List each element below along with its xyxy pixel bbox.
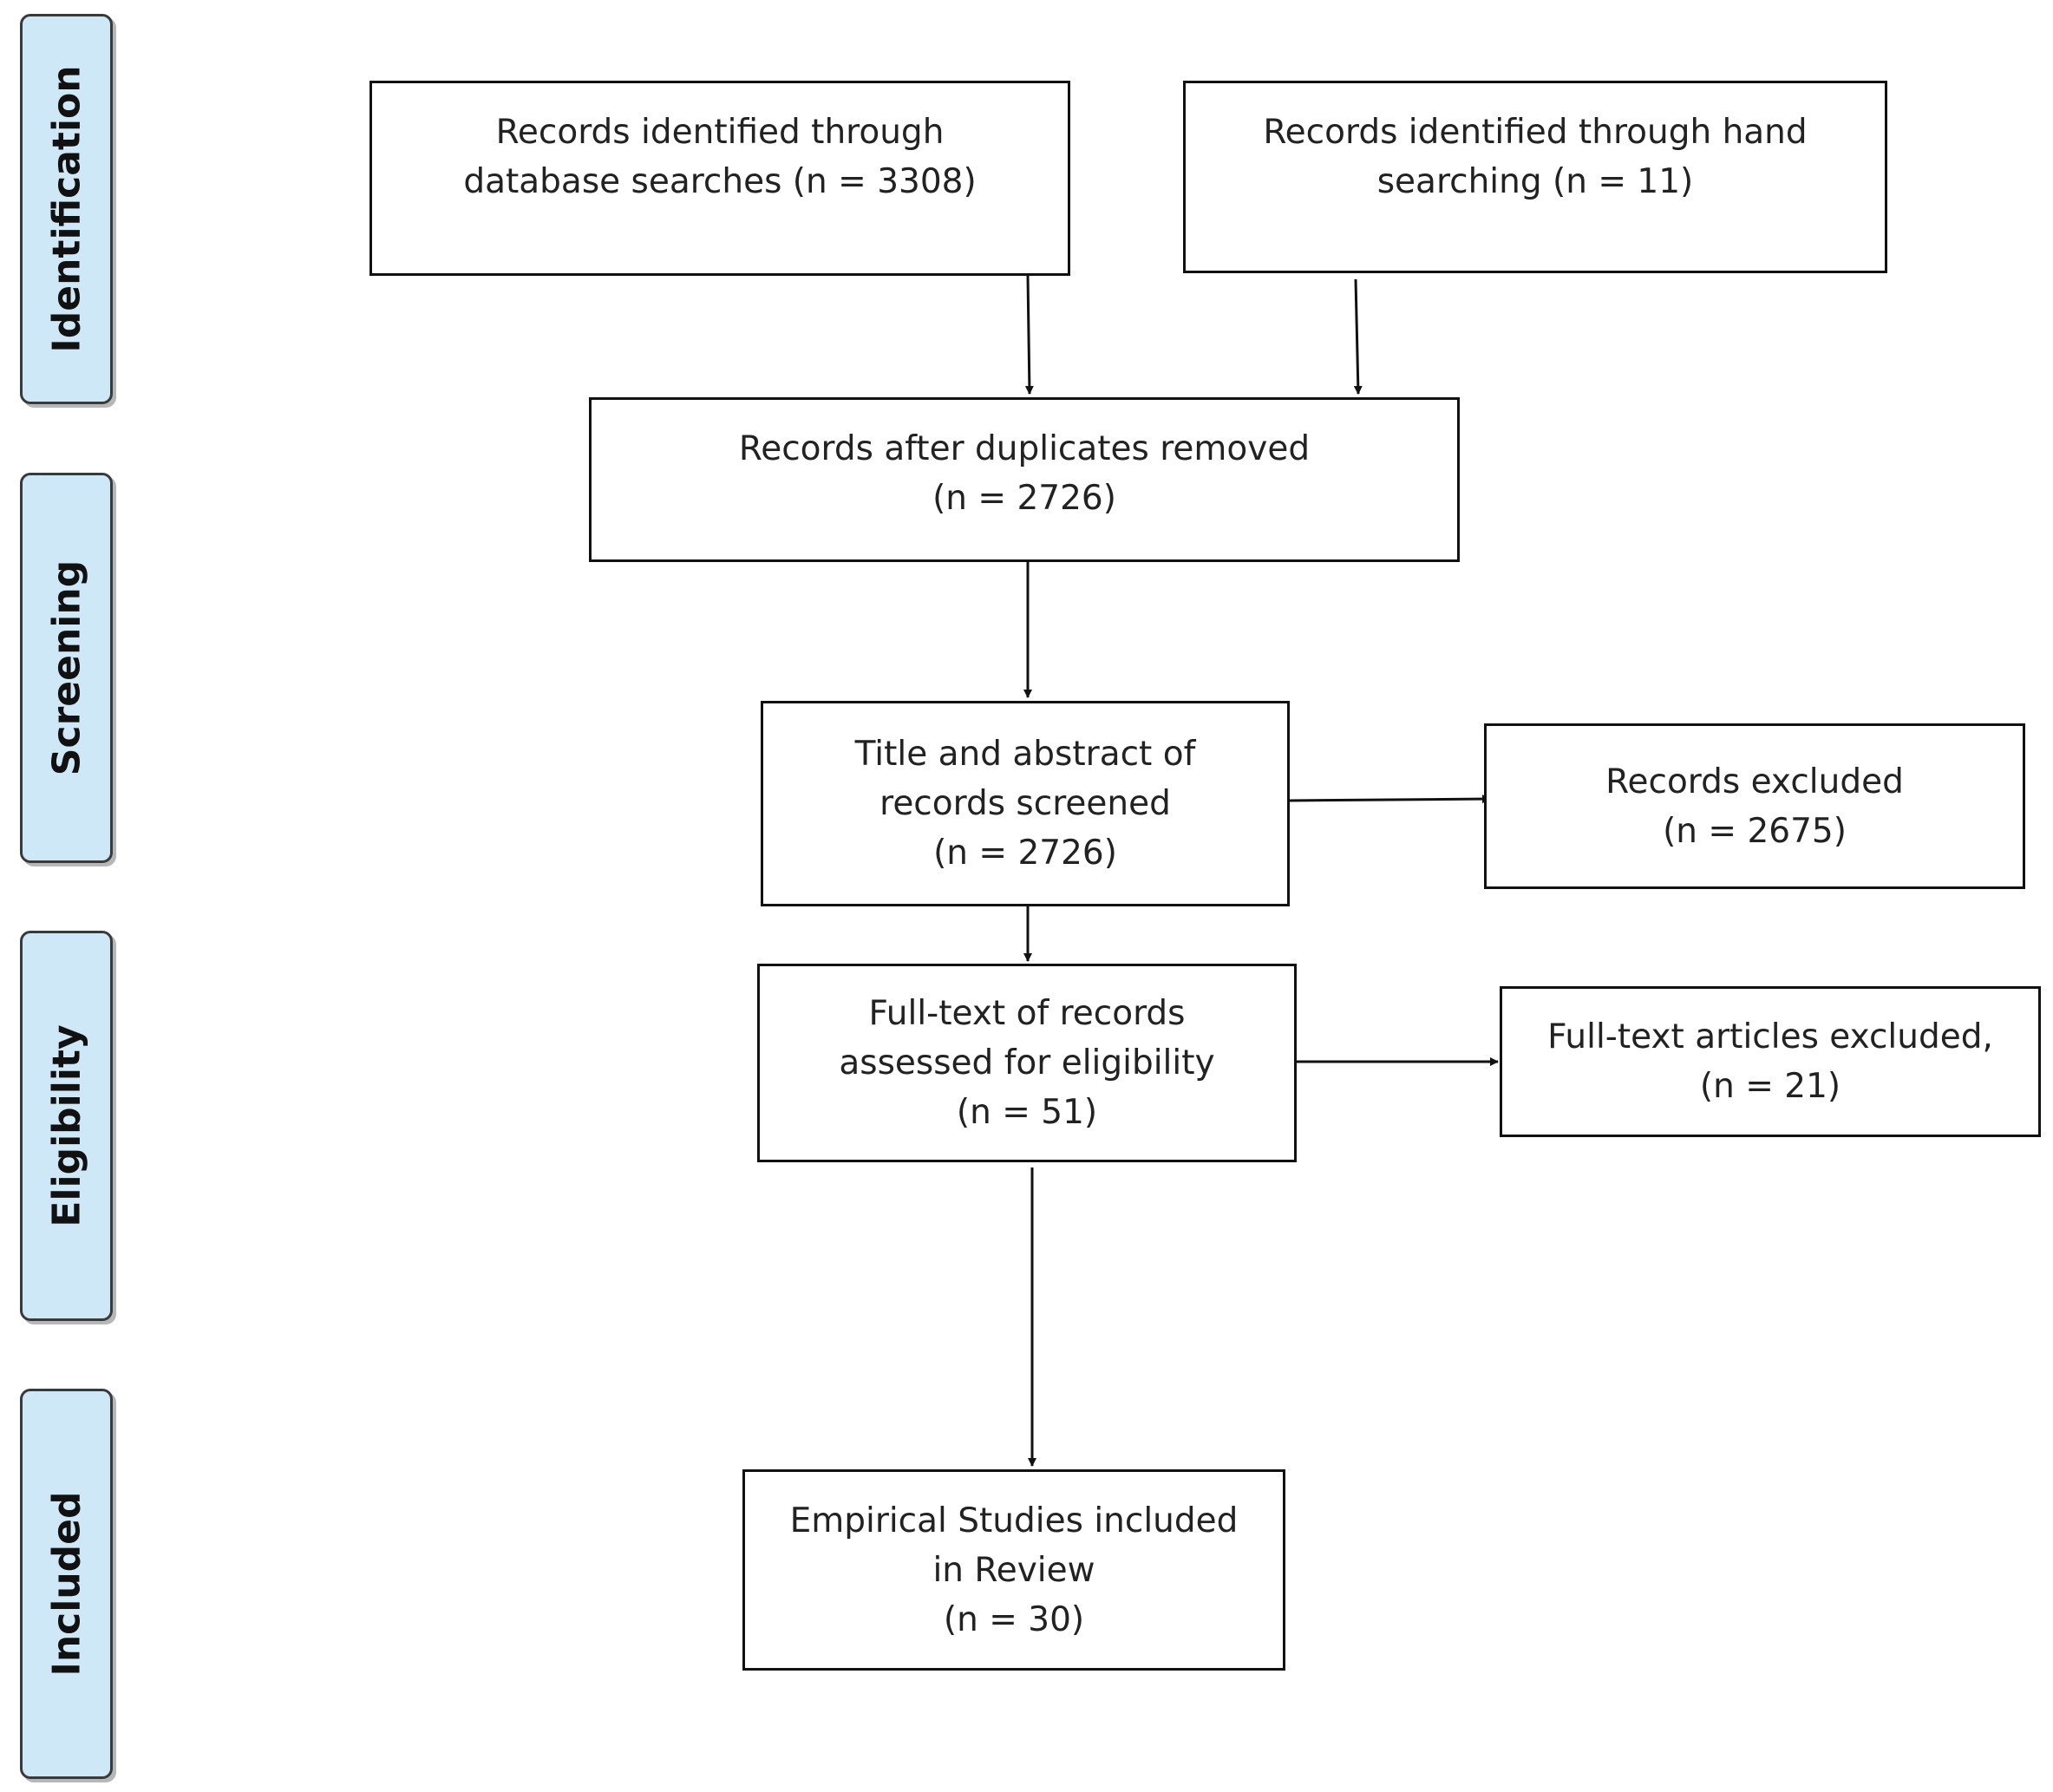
box-text-line: Records after duplicates removed <box>738 429 1311 468</box>
stage-label: Screening <box>44 559 88 776</box>
box-text-line: searching (n = 11) <box>1376 162 1694 201</box>
stage-included: Included <box>20 1389 113 1779</box>
box-text-line: Records identified through <box>495 113 945 152</box>
box-text-line: (n = 51) <box>956 1093 1098 1132</box>
arrow-screened-to-excluded <box>1289 795 1491 804</box>
stage-screening: Screening <box>20 473 113 863</box>
box-full-text-excluded: Full-text articles excluded, (n = 21) <box>1500 986 2041 1137</box>
box-text-line: Empirical Studies included <box>789 1501 1239 1540</box>
box-text-line: Records identified through hand <box>1263 113 1808 152</box>
box-text-line: (n = 21) <box>1699 1067 1841 1106</box>
stage-label: Identification <box>44 65 88 353</box>
stage-eligibility: Eligibility <box>20 931 113 1321</box>
box-text-line: Full-text of records <box>868 994 1186 1033</box>
box-full-text-assessed: Full-text of records assessed for eligib… <box>757 964 1297 1162</box>
box-text-line: Full-text articles excluded, <box>1547 1017 1993 1056</box>
box-text-line: Title and abstract of <box>854 735 1196 774</box>
stage-label: Included <box>44 1491 88 1677</box>
box-database-search: Records identified through database sear… <box>369 81 1070 276</box>
box-records-screened: Title and abstract of records screened (… <box>761 701 1290 906</box>
box-text-line: Records excluded <box>1605 762 1904 801</box>
box-text-line: in Review <box>932 1550 1095 1590</box>
box-included-studies: Empirical Studies included in Review (n … <box>742 1469 1285 1671</box>
box-text-line: assessed for eligibility <box>839 1043 1215 1082</box>
box-text-line: records screened <box>879 784 1171 823</box>
box-text-line: database searches (n = 3308) <box>463 162 977 201</box>
stage-label: Eligibility <box>44 1024 88 1227</box>
box-text-line: (n = 2675) <box>1663 811 1847 851</box>
box-text-line: (n = 2726) <box>932 479 1116 518</box>
box-text-line: (n = 30) <box>943 1599 1085 1639</box>
arrow-database-to-duplicates <box>1024 275 1034 395</box>
box-duplicates-removed: Records after duplicates removed (n = 27… <box>589 397 1460 562</box>
arrow-hand-to-duplicates <box>1353 278 1363 395</box>
box-records-excluded: Records excluded (n = 2675) <box>1484 723 2025 889</box>
box-hand-search: Records identified through hand searchin… <box>1183 81 1887 273</box>
stage-identification: Identification <box>20 14 113 404</box>
box-text-line: (n = 2726) <box>933 834 1117 873</box>
